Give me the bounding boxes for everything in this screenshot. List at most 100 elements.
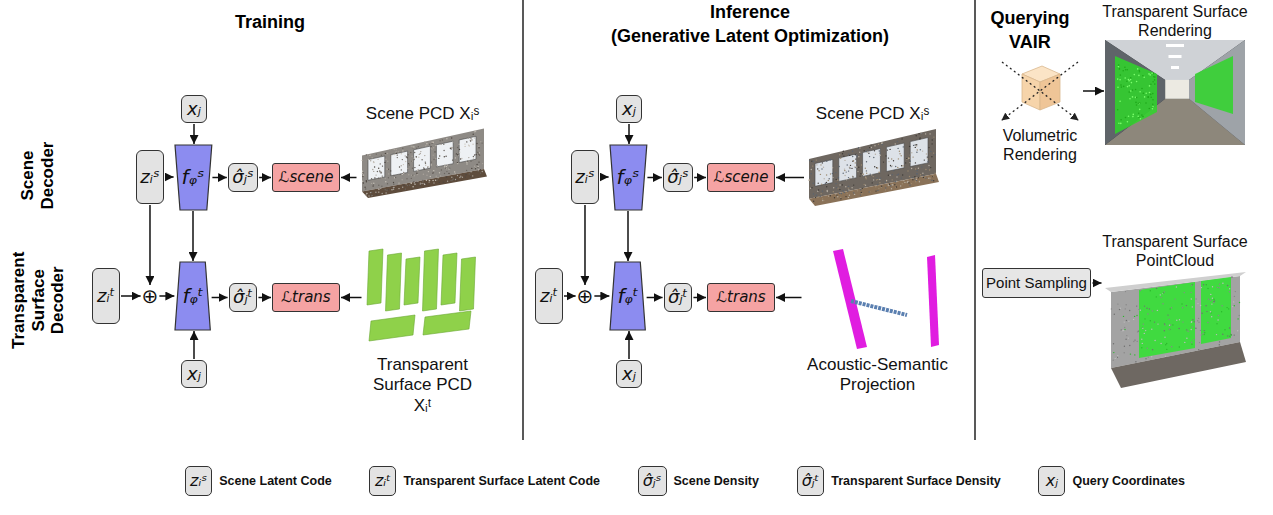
point <box>458 152 459 153</box>
figure-node: Transparent Surface Rendering <box>1095 2 1255 145</box>
point <box>361 160 362 161</box>
point <box>1119 308 1120 309</box>
point <box>424 142 425 143</box>
point <box>437 177 438 178</box>
point <box>821 184 822 185</box>
point <box>477 171 478 172</box>
point <box>906 158 907 159</box>
point <box>899 151 900 152</box>
point <box>387 177 388 178</box>
point <box>412 186 413 187</box>
point <box>901 178 902 179</box>
point <box>376 194 377 195</box>
point <box>473 166 474 167</box>
point <box>453 178 454 179</box>
point <box>1118 65 1120 67</box>
point <box>892 174 893 175</box>
point <box>1191 321 1192 322</box>
point <box>830 159 831 160</box>
point <box>1119 101 1121 103</box>
point <box>406 178 407 179</box>
arrow <box>258 297 271 299</box>
point <box>477 152 478 153</box>
point <box>868 153 869 154</box>
point <box>1162 293 1163 294</box>
point <box>422 174 423 175</box>
point <box>428 144 429 145</box>
point <box>1190 292 1191 293</box>
point <box>874 150 875 151</box>
point <box>852 156 853 157</box>
point <box>432 142 433 143</box>
point <box>929 134 930 135</box>
point <box>862 174 863 175</box>
point <box>930 151 931 152</box>
loss-box: ℒtrans <box>272 283 340 312</box>
point <box>432 155 433 156</box>
point <box>822 199 823 200</box>
point <box>406 157 407 158</box>
arrow <box>259 177 271 179</box>
point <box>866 173 867 174</box>
panel-divider <box>522 0 524 440</box>
point <box>1120 75 1122 77</box>
point <box>911 183 912 184</box>
point <box>1219 284 1220 285</box>
point <box>895 187 896 188</box>
point <box>373 167 374 168</box>
point <box>372 185 373 186</box>
point <box>1222 283 1223 284</box>
arrow <box>341 297 362 299</box>
point <box>410 178 411 179</box>
point <box>411 161 412 162</box>
point <box>471 140 472 141</box>
point <box>1191 344 1192 345</box>
point <box>1116 357 1117 358</box>
point <box>1168 319 1169 320</box>
point <box>1154 340 1155 341</box>
point <box>1169 325 1170 326</box>
symbol-box: zᵢˢ <box>571 150 599 204</box>
point <box>418 165 419 166</box>
point <box>472 134 473 135</box>
point <box>853 160 854 161</box>
point <box>419 183 420 184</box>
point <box>1139 103 1141 105</box>
point <box>1123 352 1124 353</box>
point <box>931 180 932 181</box>
point <box>1133 316 1134 317</box>
point <box>848 171 849 172</box>
point <box>1129 98 1131 100</box>
point <box>1132 90 1134 92</box>
point <box>919 139 920 140</box>
point <box>809 160 810 161</box>
illustration-part <box>851 301 907 315</box>
point <box>895 144 896 145</box>
point <box>853 185 854 186</box>
point <box>468 160 469 161</box>
point <box>1210 300 1211 301</box>
point <box>445 168 446 169</box>
point <box>1130 77 1132 79</box>
node-text: Volumetric Rendering <box>995 126 1085 164</box>
point <box>467 138 468 139</box>
point <box>847 191 848 192</box>
point <box>450 180 451 181</box>
point <box>384 189 385 190</box>
point <box>1137 331 1138 332</box>
point <box>1116 357 1117 358</box>
point <box>436 165 437 166</box>
point <box>1137 116 1139 118</box>
point <box>397 151 398 152</box>
point <box>1232 306 1233 307</box>
figure-node: Volumetric Rendering <box>995 56 1085 164</box>
point <box>423 169 424 170</box>
point <box>444 166 445 167</box>
point <box>891 166 892 167</box>
point <box>888 185 889 186</box>
point <box>470 171 471 172</box>
point <box>809 180 810 181</box>
node-text: σ̂ⱼˢ <box>667 167 688 188</box>
point <box>365 189 366 190</box>
